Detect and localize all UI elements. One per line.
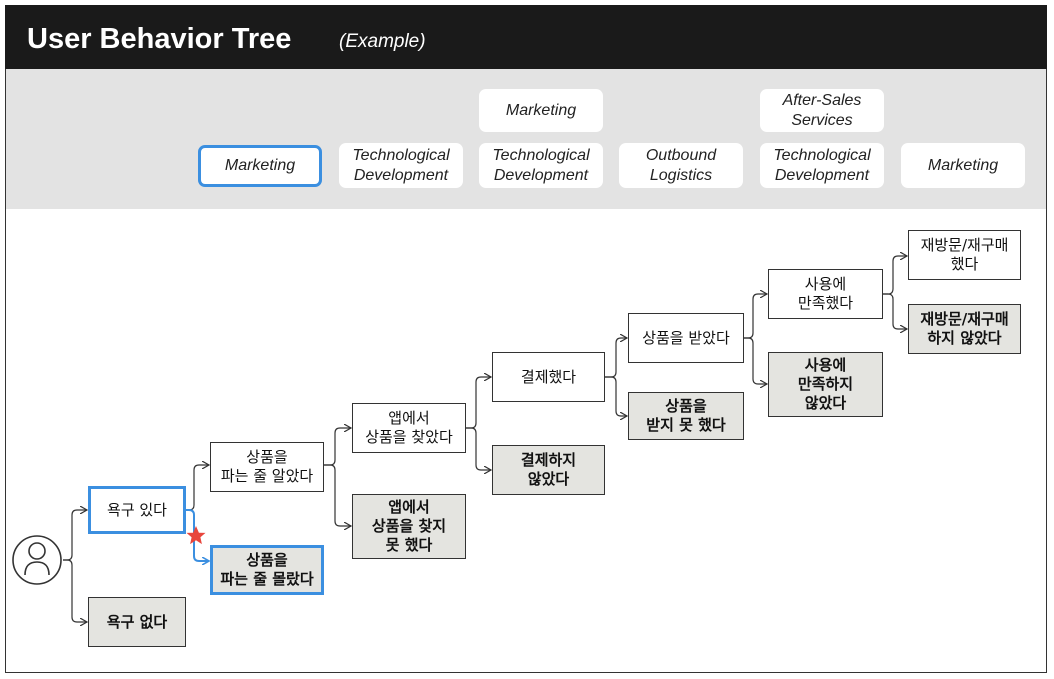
stage-label-tech-dev-3: Technological Development xyxy=(760,143,884,188)
stage-label-marketing-2: Marketing xyxy=(479,89,603,132)
node-not-satisfied: 사용에 만족하지 않았다 xyxy=(768,352,883,417)
user-icon xyxy=(12,535,62,585)
node-need-yes: 욕구 있다 xyxy=(88,486,186,534)
edge-satisfied-repurchased xyxy=(883,256,907,295)
node-satisfied: 사용에 만족했다 xyxy=(768,269,883,319)
node-received: 상품을 받았다 xyxy=(628,313,744,363)
node-know-seller: 상품을 파는 줄 알았다 xyxy=(210,442,324,492)
stage-label-tech-dev-2: Technological Development xyxy=(479,143,603,188)
page-subtitle: (Example) xyxy=(339,31,426,52)
node-need-no: 욕구 없다 xyxy=(88,597,186,647)
node-not-paid: 결제하지 않았다 xyxy=(492,445,605,495)
edge-know-found xyxy=(324,428,351,466)
node-not-repurchased: 재방문/재구매 하지 않았다 xyxy=(908,304,1021,354)
edge-received-satisfied xyxy=(744,294,767,339)
node-not-found-in-app: 앱에서 상품을 찾지 못 했다 xyxy=(352,494,466,559)
edge-found-paid xyxy=(466,377,491,429)
stage-label-outbound-logistics: Outbound Logistics xyxy=(619,143,743,188)
edge-user-need-no xyxy=(63,559,87,622)
edge-received-not-satisfied xyxy=(744,337,767,384)
page-title: User Behavior Tree xyxy=(27,23,292,55)
edge-paid-not-received xyxy=(605,376,627,416)
node-not-received: 상품을 받지 못 했다 xyxy=(628,392,744,440)
stage-label-marketing-3: Marketing xyxy=(901,143,1025,188)
stage-label-after-sales: After-Sales Services xyxy=(760,89,884,132)
node-not-know-seller: 상품을 파는 줄 몰랐다 xyxy=(210,545,324,595)
edge-paid-received xyxy=(605,338,627,378)
edge-satisfied-not-repurchased xyxy=(883,293,907,329)
node-repurchased: 재방문/재구매 했다 xyxy=(908,230,1021,280)
node-found-in-app: 앱에서 상품을 찾았다 xyxy=(352,403,466,453)
edge-found-not-paid xyxy=(466,427,491,470)
edge-user-need-yes xyxy=(63,510,87,561)
node-paid: 결제했다 xyxy=(492,352,605,402)
star-icon xyxy=(186,526,206,545)
title-bar: User Behavior Tree (Example) xyxy=(5,5,1047,69)
stage-label-tech-dev-1: Technological Development xyxy=(339,143,463,188)
stage-label-marketing-1: Marketing xyxy=(198,145,322,187)
edge-know-not-found xyxy=(324,464,351,526)
edge-need-know xyxy=(186,465,209,511)
